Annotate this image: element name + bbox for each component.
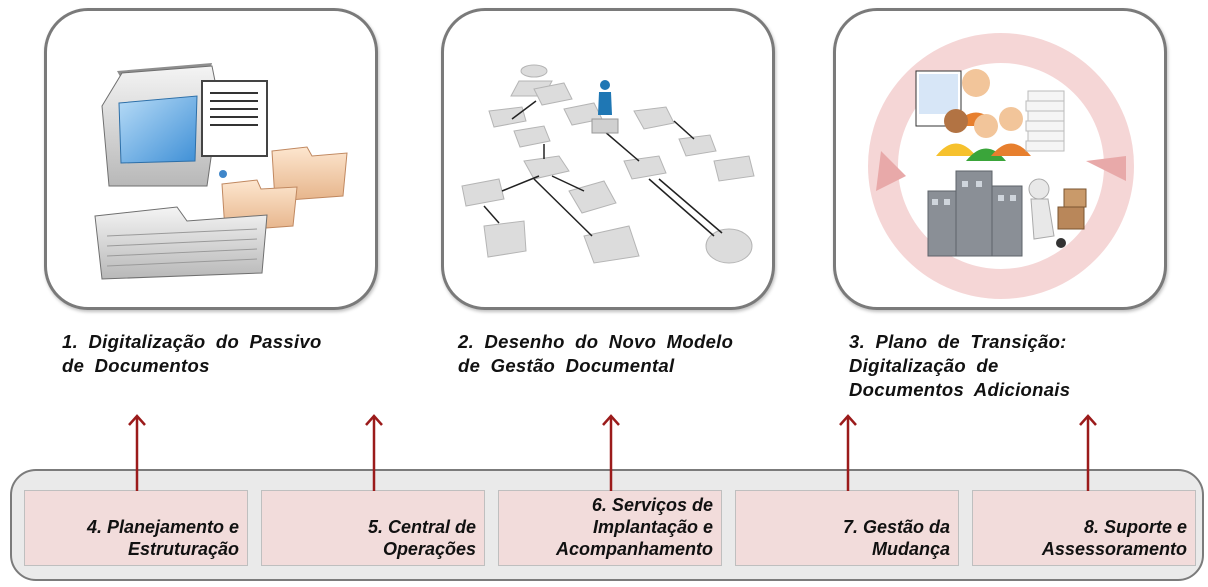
pillar-box-6: 6. Serviços de Implantação e Acompanhame… — [498, 490, 722, 566]
card-desenho — [441, 8, 775, 310]
pillar-box-5: 5. Central de Operações — [261, 490, 485, 566]
flowchart-icon — [461, 64, 755, 264]
pillar-4-line-2: Estruturação — [127, 539, 239, 559]
caption-3-line-3: Documentos Adicionais — [849, 379, 1071, 400]
pillar-7-line-2: Mudança — [871, 539, 950, 559]
caption-3-line-2: Digitalização de — [849, 355, 999, 376]
pillar-5-line-1: 5. Central de — [367, 517, 476, 537]
pillar-6-label: 6. Serviços de Implantação e Acompanhame… — [556, 494, 713, 560]
pillar-4-label: 4. Planejamento e Estruturação — [87, 516, 239, 560]
scanner-icon — [94, 63, 348, 280]
arrow-up-icon — [365, 414, 383, 491]
pillar-8-line-1: 8. Suporte e — [1083, 517, 1187, 537]
caption-2: 2. Desenho do Novo Modelo de Gestão Docu… — [458, 330, 778, 378]
caption-1-line-2: de Documentos — [62, 355, 210, 376]
caption-2-line-1: 2. Desenho do Novo Modelo — [458, 331, 734, 352]
caption-1-line-1: 1. Digitalização do Passivo — [62, 331, 322, 352]
arrow-up-icon — [1079, 414, 1097, 491]
pillar-6-line-2: Implantação e — [592, 517, 713, 537]
pillar-box-8: 8. Suporte e Assessoramento — [972, 490, 1196, 566]
pillar-8-line-2: Assessoramento — [1041, 539, 1187, 559]
arrow-up-icon — [128, 414, 146, 491]
caption-3-line-1: 3. Plano de Transição: — [849, 331, 1067, 352]
pillar-6-line-3: Acompanhamento — [555, 539, 713, 559]
caption-1: 1. Digitalização do Passivo de Documento… — [62, 330, 382, 378]
pillar-7-line-1: 7. Gestão da — [842, 517, 950, 537]
arrow-up-icon — [602, 414, 620, 491]
pillar-box-7: 7. Gestão da Mudança — [735, 490, 959, 566]
pillar-5-label: 5. Central de Operações — [368, 516, 476, 560]
card-digitalizacao — [44, 8, 378, 310]
pillar-box-4: 4. Planejamento e Estruturação — [24, 490, 248, 566]
pillar-5-line-2: Operações — [382, 539, 476, 559]
pillar-6-line-1: 6. Serviços de — [591, 495, 713, 515]
pillar-4-line-1: 4. Planejamento e — [86, 517, 239, 537]
arrow-up-icon — [839, 414, 857, 491]
caption-3: 3. Plano de Transição: Digitalização de … — [849, 330, 1169, 402]
transition-cycle-icon — [868, 33, 1134, 299]
caption-2-line-2: de Gestão Documental — [458, 355, 675, 376]
pillar-7-label: 7. Gestão da Mudança — [843, 516, 950, 560]
card-transicao — [833, 8, 1167, 310]
pillar-8-label: 8. Suporte e Assessoramento — [1042, 516, 1187, 560]
